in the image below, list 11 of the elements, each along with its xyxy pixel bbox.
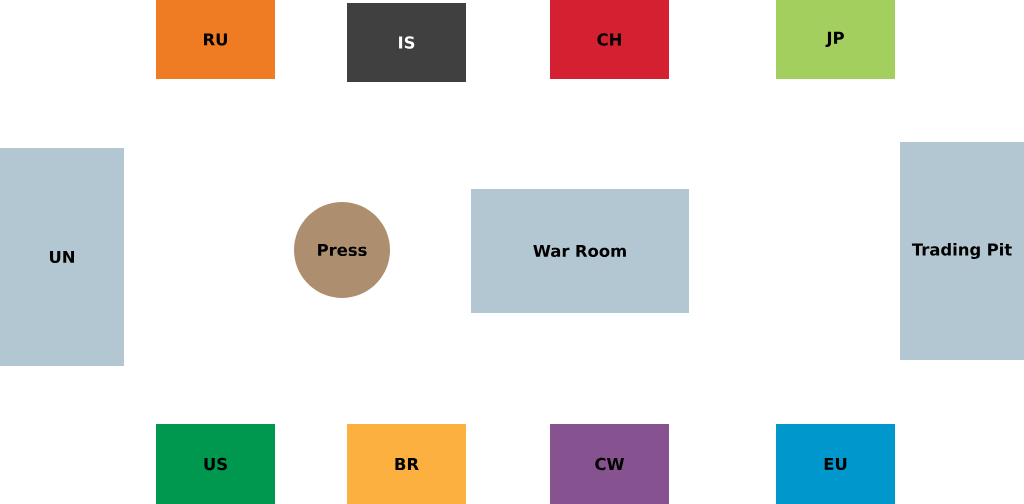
country-box: RU bbox=[156, 0, 275, 79]
room-box: Trading Pit bbox=[900, 142, 1024, 360]
country-box: CW bbox=[550, 424, 669, 504]
country-box: JP bbox=[776, 0, 895, 79]
country-box: EU bbox=[776, 424, 895, 504]
country-box: BR bbox=[347, 424, 466, 504]
country-box: US bbox=[156, 424, 275, 504]
room-box: UN bbox=[0, 148, 124, 366]
room-box: War Room bbox=[471, 189, 689, 313]
country-box: CH bbox=[550, 0, 669, 79]
country-box: IS bbox=[347, 3, 466, 82]
